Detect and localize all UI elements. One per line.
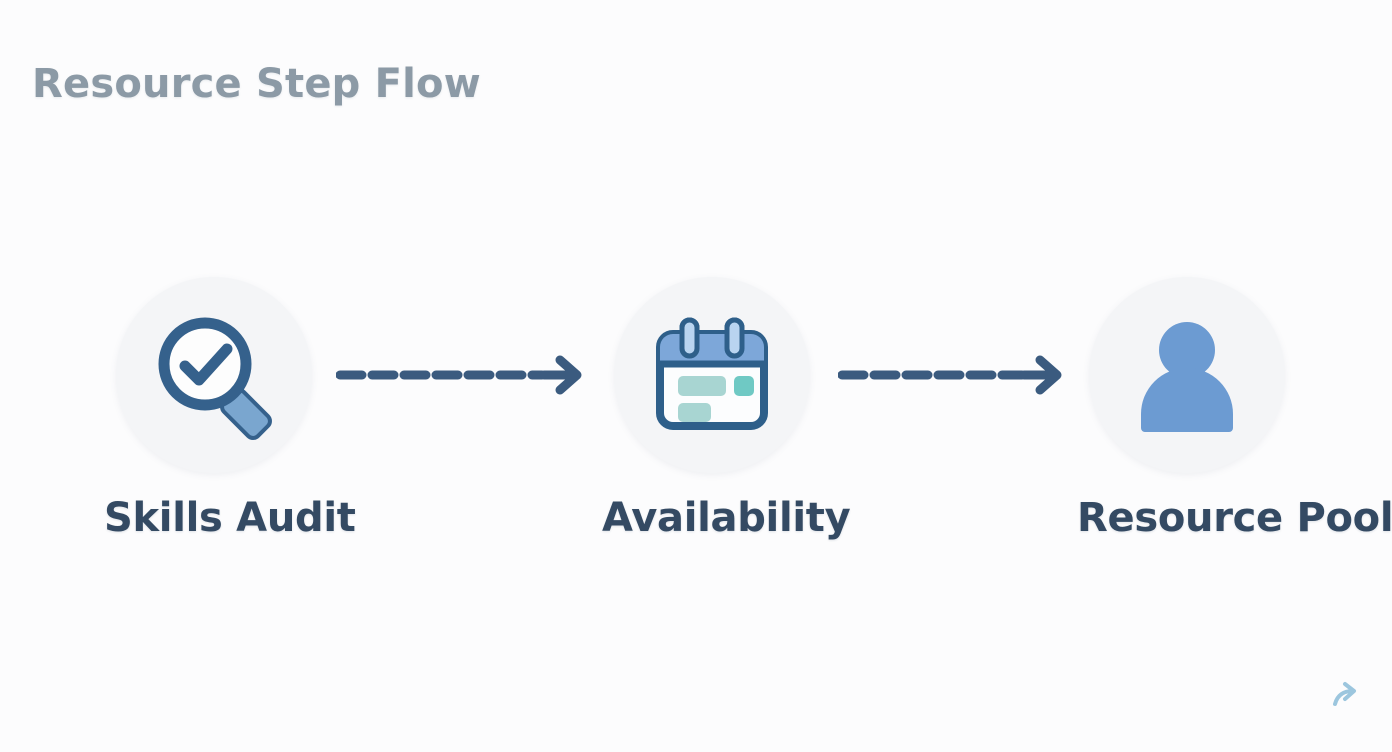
step-icon-container	[614, 277, 810, 473]
magnifier-check-icon	[149, 310, 279, 440]
share-arrow-icon[interactable]	[1326, 680, 1362, 716]
step-icon-container	[116, 277, 312, 473]
step-label: Availability	[602, 495, 851, 541]
calendar-icon	[647, 310, 777, 440]
person-icon	[1122, 310, 1252, 440]
step-label: Skills Audit	[104, 495, 356, 541]
flow-step-resource-pool[interactable]: Resource Pool	[1077, 277, 1392, 541]
flow-step-availability[interactable]: Availability	[602, 277, 851, 541]
page-title: Resource Step Flow	[32, 61, 481, 107]
step-label: Resource Pool	[1077, 495, 1392, 541]
flow-connector-2	[838, 352, 1066, 398]
flow-step-skills-audit[interactable]: Skills Audit	[104, 277, 356, 541]
step-icon-container	[1089, 277, 1285, 473]
flow-connector-1	[336, 352, 586, 398]
